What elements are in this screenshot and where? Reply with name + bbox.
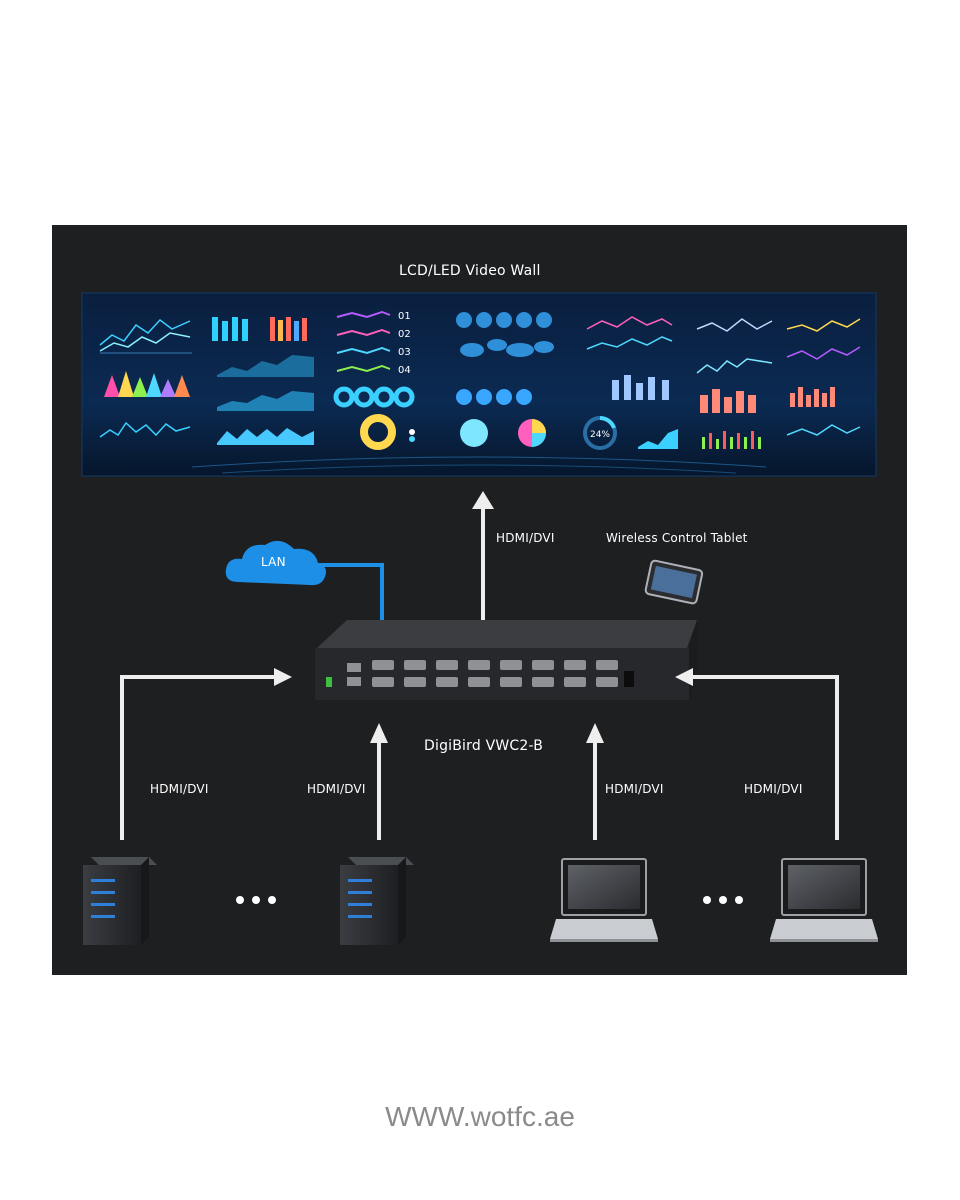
wall-triangles — [104, 371, 190, 397]
wall-gauge: 24% — [583, 416, 678, 450]
wall-number-label: 03 — [398, 347, 411, 358]
output-connection-label: HDMI/DVI — [496, 531, 555, 545]
input-label: HDMI/DVI — [744, 782, 803, 796]
wall-bars-right — [612, 375, 835, 449]
server-icon — [83, 857, 157, 945]
ellipsis-dots — [236, 896, 743, 904]
diagram-graphics: 01 02 03 04 — [81, 292, 878, 945]
wall-percent-label: 24% — [590, 430, 610, 440]
input-label: HDMI/DVI — [307, 782, 366, 796]
wall-area — [217, 355, 314, 445]
video-wall: 01 02 03 04 — [81, 292, 877, 477]
video-wall-title: LCD/LED Video Wall — [399, 263, 541, 279]
device-label: DigiBird VWC2-B — [424, 738, 544, 754]
output-arrow — [472, 491, 494, 620]
input-label: HDMI/DVI — [150, 782, 209, 796]
wall-chart-right — [586, 316, 861, 436]
server-icon — [340, 857, 414, 945]
lan-label: LAN — [261, 555, 286, 569]
wall-donuts — [333, 386, 415, 450]
wall-chart-left — [99, 318, 192, 438]
laptop-icon — [550, 858, 658, 942]
wall-number-label: 04 — [398, 365, 411, 376]
wall-pie — [409, 419, 546, 447]
input-arrows — [120, 675, 839, 840]
wall-number-lines — [336, 310, 391, 373]
input-label: HDMI/DVI — [605, 782, 664, 796]
wall-number-labels: 01 02 03 04 — [398, 311, 411, 376]
tablet-label: Wireless Control Tablet — [606, 531, 748, 545]
wall-number-label: 02 — [398, 329, 411, 340]
lan-line — [318, 563, 384, 620]
laptop-icon — [770, 858, 878, 942]
input-arrowheads — [274, 668, 693, 743]
tablet-icon — [644, 559, 704, 605]
controller-device — [315, 620, 697, 700]
diagram-panel: 01 02 03 04 — [52, 225, 907, 975]
wall-bars — [212, 317, 307, 341]
wall-world-map — [456, 312, 554, 447]
lan-cloud — [225, 540, 326, 586]
wall-number-label: 01 — [398, 311, 411, 322]
footer-url: WWW.wotfc.ae — [385, 1101, 575, 1132]
